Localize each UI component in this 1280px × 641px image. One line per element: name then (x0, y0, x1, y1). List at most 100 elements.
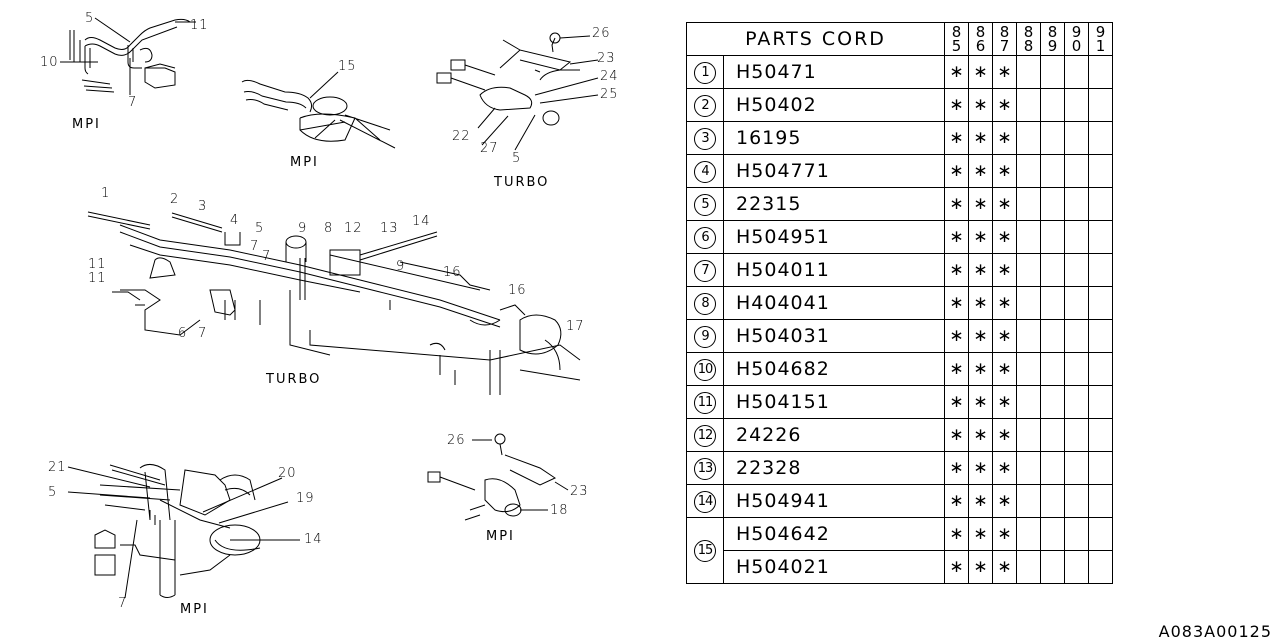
callout-label: 13 (380, 221, 399, 236)
ref-number-circle: 10 (694, 358, 716, 381)
year-applicability-mark: ∗ (944, 154, 969, 188)
year-applicability-mark (1088, 418, 1113, 452)
year-applicability-mark: ∗ (992, 154, 1017, 188)
year-applicability-mark (1016, 253, 1041, 287)
ref-number-cell: 15 (686, 517, 724, 584)
callout-label: 14 (304, 532, 323, 547)
callout-label: 20 (278, 466, 297, 481)
year-applicability-mark (1040, 517, 1065, 551)
year-applicability-mark (1040, 550, 1065, 584)
callout-label: 25 (600, 87, 619, 102)
ref-number-cell: 5 (686, 187, 724, 221)
year-applicability-mark: ∗ (968, 121, 993, 155)
year-applicability-mark: ∗ (968, 154, 993, 188)
callout-label: 1 (101, 186, 111, 201)
year-applicability-mark (1040, 88, 1065, 122)
year-applicability-mark (1064, 319, 1089, 353)
callout-label: 22 (452, 129, 471, 144)
ref-number-cell: 6 (686, 220, 724, 254)
year-applicability-mark: ∗ (968, 220, 993, 254)
year-applicability-mark: ∗ (968, 88, 993, 122)
year-applicability-mark (1064, 385, 1089, 419)
year-applicability-mark: ∗ (944, 286, 969, 320)
ref-number-circle: 11 (694, 391, 716, 414)
callout-label: 12 (344, 221, 363, 236)
part-code: H504642 (723, 517, 945, 551)
view-caption: TURBO (494, 175, 550, 190)
year-applicability-mark (1088, 451, 1113, 485)
part-code: H404041 (723, 286, 945, 320)
year-applicability-mark: ∗ (968, 484, 993, 518)
year-applicability-mark: ∗ (992, 187, 1017, 221)
view-mpi-engine (67, 464, 300, 599)
callout-label: 15 (338, 59, 357, 74)
callout-label: 23 (597, 51, 616, 66)
year-applicability-mark (1088, 55, 1113, 89)
year-applicability-mark (1064, 550, 1089, 584)
year-applicability-mark (1040, 253, 1065, 287)
year-applicability-mark (1064, 154, 1089, 188)
ref-number-circle: 15 (694, 540, 716, 562)
view-caption: TURBO (266, 372, 322, 387)
year-applicability-mark (1016, 220, 1041, 254)
year-applicability-mark (1016, 484, 1041, 518)
ref-number-circle: 13 (694, 457, 716, 480)
ref-number-cell: 9 (686, 319, 724, 353)
callout-label: 18 (550, 503, 569, 518)
year-applicability-mark (1016, 319, 1041, 353)
callout-label: 8 (324, 221, 334, 236)
year-applicability-mark (1064, 55, 1089, 89)
year-applicability-mark: ∗ (968, 286, 993, 320)
year-applicability-mark (1040, 352, 1065, 386)
part-code: H50471 (723, 55, 945, 89)
year-applicability-mark: ∗ (944, 352, 969, 386)
year-applicability-mark: ∗ (944, 187, 969, 221)
callout-label: 27 (480, 141, 499, 156)
year-applicability-mark: ∗ (968, 385, 993, 419)
year-applicability-mark (1040, 121, 1065, 155)
year-applicability-mark (1040, 484, 1065, 518)
year-applicability-mark (1016, 286, 1041, 320)
year-applicability-mark (1040, 220, 1065, 254)
ref-number-cell: 4 (686, 154, 724, 188)
year-applicability-mark (1088, 352, 1113, 386)
ref-number-cell: 3 (686, 121, 724, 155)
year-applicability-mark (1040, 418, 1065, 452)
year-applicability-mark (1016, 418, 1041, 452)
part-code: 22328 (723, 451, 945, 485)
year-applicability-mark: ∗ (992, 220, 1017, 254)
year-applicability-mark (1064, 253, 1089, 287)
ref-number-circle: 8 (694, 292, 716, 315)
callout-label: 3 (198, 199, 208, 214)
view-turbo-engine (87, 211, 581, 395)
part-code: 16195 (723, 121, 945, 155)
year-applicability-mark (1040, 187, 1065, 221)
callout-label: 9 (396, 259, 406, 274)
year-applicability-mark (1064, 286, 1089, 320)
view-caption: MPI (290, 155, 319, 170)
year-applicability-mark: ∗ (992, 484, 1017, 518)
ref-number-cell: 13 (686, 451, 724, 485)
parts-code-header: PARTS CORD (686, 22, 945, 56)
year-applicability-mark (1088, 253, 1113, 287)
callout-label: 11 (88, 271, 107, 286)
year-applicability-mark: ∗ (944, 121, 969, 155)
year-applicability-mark: ∗ (968, 418, 993, 452)
year-applicability-mark: ∗ (992, 121, 1017, 155)
year-applicability-mark (1064, 484, 1089, 518)
year-applicability-mark (1064, 187, 1089, 221)
year-applicability-mark (1016, 451, 1041, 485)
year-applicability-mark: ∗ (944, 88, 969, 122)
year-applicability-mark (1016, 352, 1041, 386)
year-applicability-mark (1040, 385, 1065, 419)
